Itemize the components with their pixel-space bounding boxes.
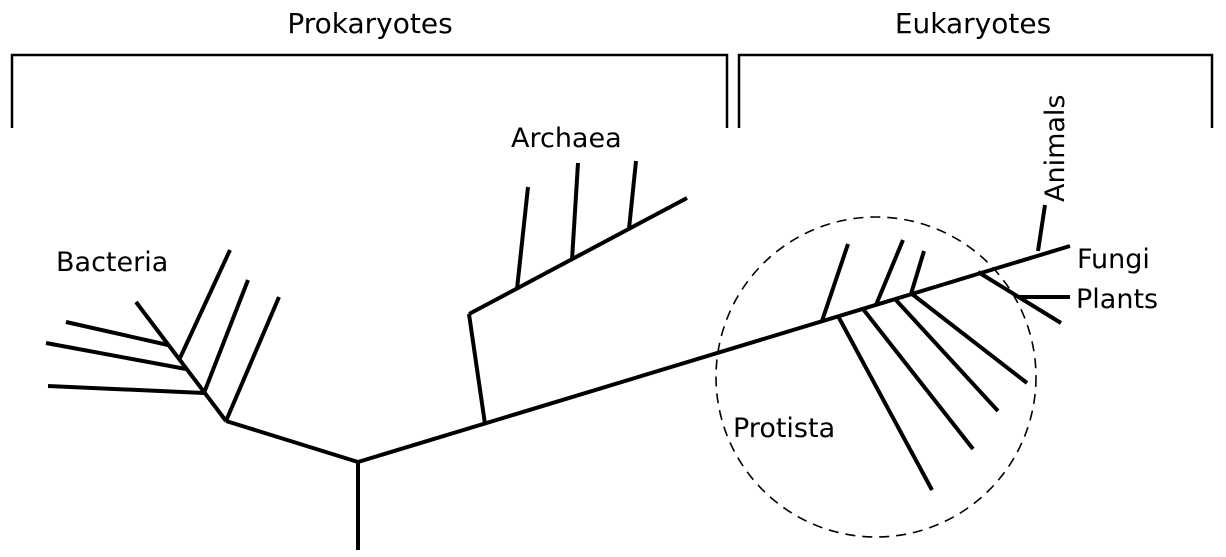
animals-branch	[1036, 204, 1047, 252]
archaea-stem	[467, 313, 487, 425]
protista-branch	[836, 315, 934, 491]
main-trunk	[357, 244, 1071, 464]
archaea-branch	[627, 160, 638, 230]
bacteria-branch	[202, 279, 250, 394]
plants-label: Plants	[1076, 284, 1158, 315]
archaea-branch	[515, 186, 530, 290]
protista-branch	[820, 243, 850, 322]
protista-dashed-circle	[715, 216, 1037, 538]
plants-clade	[976, 270, 1070, 325]
bacteria-branch	[65, 320, 169, 347]
protista-branch	[893, 297, 1000, 413]
bacteria-branch	[224, 296, 281, 422]
bacteria-clade	[45, 249, 281, 423]
animals-label: Animals	[1040, 95, 1071, 203]
archaea-label: Archaea	[511, 123, 622, 154]
protista-branch	[909, 250, 926, 295]
bacteria-label: Bacteria	[56, 247, 168, 278]
bacteria-branch	[47, 384, 205, 395]
fungi-label: Fungi	[1077, 244, 1150, 275]
bacteria-stem	[134, 300, 228, 423]
protista-branch	[874, 239, 905, 306]
bacteria-branch	[45, 341, 187, 371]
protista-branch	[861, 307, 975, 451]
archaea-branch	[468, 196, 688, 316]
archaea-clade	[467, 160, 688, 425]
eukaryotes-bracket	[737, 53, 1214, 128]
prokaryotes-label: Prokaryotes	[287, 7, 452, 40]
archaea-branch	[570, 162, 580, 261]
prokaryotes-bracket	[10, 53, 729, 128]
bacteria-branch	[178, 249, 232, 359]
trunk-to-bacteria	[225, 419, 359, 464]
protista-clade	[820, 239, 1029, 491]
protista-branch	[910, 292, 1029, 385]
eukaryotes-label: Eukaryotes	[895, 7, 1051, 40]
protista-label: Protista	[733, 413, 835, 444]
